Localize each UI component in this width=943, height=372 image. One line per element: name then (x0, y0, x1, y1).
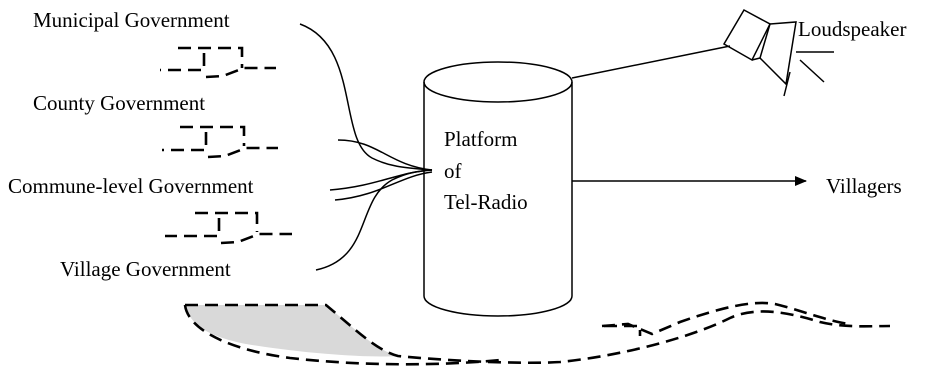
municipal-connector (299, 23, 433, 171)
loudspeaker-label: Loudspeaker (798, 17, 906, 41)
region-inner-step (604, 324, 642, 336)
commune-connector-a (329, 169, 433, 191)
platform-label-line1: Platform (444, 127, 518, 151)
dashed-arrow-1 (160, 46, 276, 79)
loudspeaker-connector (571, 45, 731, 79)
commune-government-label: Commune-level Government (8, 174, 254, 198)
tel-radio-platform (423, 61, 573, 317)
dashed-arrow-3 (165, 211, 292, 245)
loudspeaker-icon (722, 8, 834, 97)
platform-label-line3: Tel-Radio (444, 190, 528, 214)
municipal-government-label: Municipal Government (33, 8, 230, 32)
county-connector (337, 139, 433, 171)
region-inner-loop (601, 301, 851, 336)
dashed-arrow-2 (162, 125, 278, 159)
village-government-label: Village Government (60, 257, 231, 281)
region-outline-lower (183, 304, 501, 366)
platform-label-line2: of (444, 159, 462, 183)
village-connector (315, 169, 433, 271)
region-outline (185, 303, 891, 365)
commune-connector-b (334, 171, 433, 201)
villagers-label: Villagers (826, 174, 902, 198)
county-government-label: County Government (33, 91, 205, 115)
shaded-region (185, 305, 398, 357)
